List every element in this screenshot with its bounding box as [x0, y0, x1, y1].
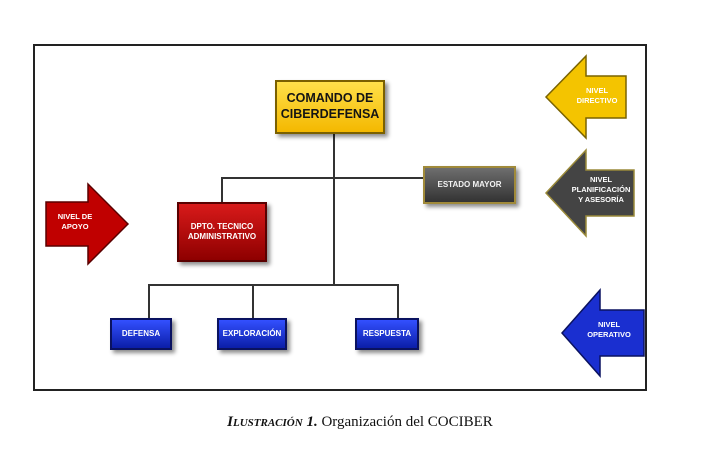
arrow-right-icon: [45, 182, 130, 266]
level-planificacion-label: NIVEL PLANIFICACIÓN Y ASESORÍA: [571, 175, 631, 205]
node-respuesta-label: RESPUESTA: [362, 329, 412, 338]
connector-staff-branch: [221, 177, 423, 179]
node-exploracion: EXPLORACIÓN: [217, 318, 287, 350]
connector-defensa-drop: [148, 284, 150, 318]
node-exploracion-label: EXPLORACIÓN: [222, 329, 282, 338]
level-operativo-label: NIVEL OPERATIVO: [587, 320, 631, 340]
node-comando-label: COMANDO DE CIBERDEFENSA: [280, 91, 380, 121]
node-estado-mayor-label: ESTADO MAYOR: [437, 180, 502, 189]
node-comando-ciberdefensa: COMANDO DE CIBERDEFENSA: [275, 80, 385, 134]
caption-label: Ilustración 1.: [227, 414, 318, 430]
connector-operational-bus: [148, 284, 398, 286]
connector-command-trunk: [333, 134, 335, 284]
connector-respuesta-drop: [397, 284, 399, 318]
connector-dpto-drop: [221, 177, 223, 202]
arrow-left-icon: [560, 288, 645, 378]
figure-caption: Ilustración 1. Organización del COCIBER: [0, 414, 720, 431]
arrow-left-icon: [544, 148, 635, 238]
node-dpto-tecnico: DPTO. TECNICO ADMINISTRATIVO: [177, 202, 267, 262]
level-apoyo-label: NIVEL DE APOYO: [57, 212, 93, 232]
node-respuesta: RESPUESTA: [355, 318, 419, 350]
node-defensa-label: DEFENSA: [121, 329, 161, 338]
node-dpto-label: DPTO. TECNICO ADMINISTRATIVO: [187, 222, 257, 241]
node-defensa: DEFENSA: [110, 318, 172, 350]
level-directivo-label: NIVEL DIRECTIVO: [576, 86, 618, 106]
connector-exploracion-drop: [252, 284, 254, 318]
caption-text: Organización del COCIBER: [317, 414, 493, 430]
node-estado-mayor: ESTADO MAYOR: [423, 166, 516, 204]
arrow-left-icon: [544, 54, 627, 140]
